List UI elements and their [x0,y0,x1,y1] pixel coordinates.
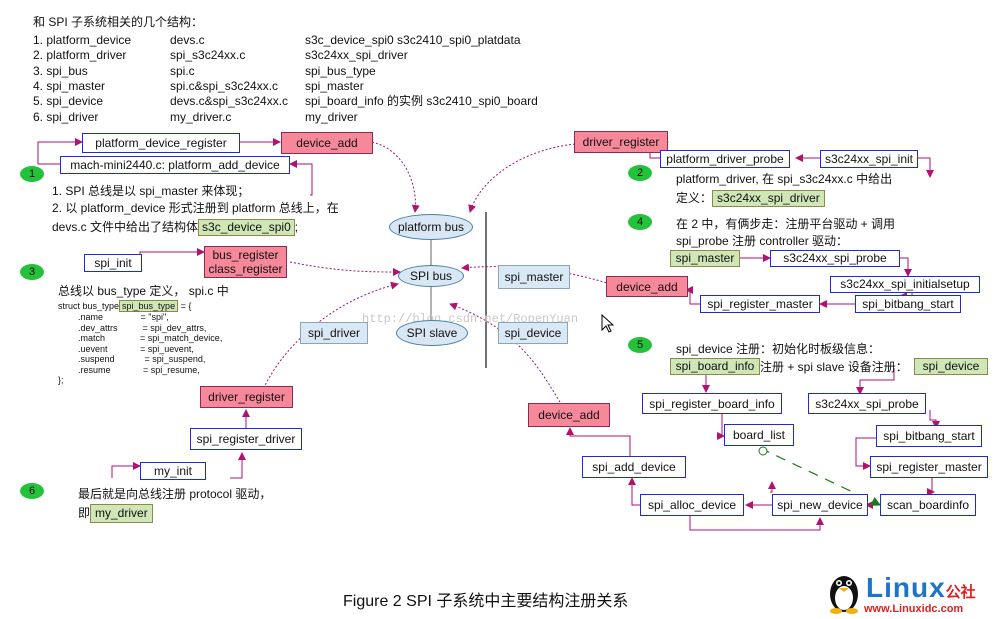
spi-register-master-box-1[interactable]: spi_register_master [700,295,820,313]
platform-driver-probe-box[interactable]: platform_driver_probe [660,150,790,168]
row-5-col-3: spi_board_info 的实例 s3c2410_spi0_board [305,94,538,108]
spi-driver-label-box[interactable]: spi_driver [300,322,368,344]
row-2-col-2: spi_s3c24xx.c [170,48,246,62]
note-2-prefix: 定义： [676,191,713,205]
row-1-col-1: 1. platform_device [33,33,132,47]
number-5-bullet: 5 [628,337,652,353]
spi-master-label-box[interactable]: spi_master [498,265,570,289]
device-add-box-3[interactable]: device_add [528,403,610,427]
note-2-line-1: platform_driver, 在 spi_s3c24xx.c 中给出 [676,172,893,186]
s3c-device-spi0-tag: s3c_device_spi0 [198,219,295,236]
row-3-col-2: spi.c [170,64,195,78]
row-6-col-3: my_driver [305,110,358,124]
scan-boardinfo-box[interactable]: scan_boardinfo [880,494,976,516]
note-3-code-body: .name = "spi", .dev_attrs = spi_dev_attr… [58,312,223,385]
row-4-col-1: 4. spi_master [33,79,106,93]
driver-register-box-1[interactable]: driver_register [574,131,668,153]
spi-init-box[interactable]: spi_init [84,254,142,272]
note-1-line-3-end: ; [294,220,299,234]
spi-slave-ellipse[interactable]: SPI slave [396,320,468,346]
my-init-box[interactable]: my_init [140,462,206,480]
row-3-col-1: 3. spi_bus [33,64,88,78]
s3c24xx-spi-probe-box-1[interactable]: s3c24xx_spi_probe [770,250,900,267]
s3c24xx-spi-initialsetup-box[interactable]: s3c24xx_spi_initialsetup [830,276,980,293]
row-1-col-2: devs.c [170,33,205,47]
spi-bus-ellipse[interactable]: SPI bus [398,265,464,287]
row-2-col-1: 2. platform_driver [33,48,127,62]
row-1-col-3: s3c_device_spi0 s3c2410_spi0_platdata [305,33,521,47]
logo-suffix: 公社 [945,583,976,601]
logo-title: Linux公社 [866,572,976,604]
header-title: 和 SPI 子系统相关的几个结构： [33,15,204,29]
board-list-box[interactable]: board_list [724,424,794,446]
note-4-line-2: spi_probe 注册 controller 驱动： [676,234,849,248]
number-6-bullet: 6 [20,483,44,499]
number-1-bullet: 1 [20,166,44,182]
logo-url: www.Linuxidc.com [864,603,964,615]
class-register-label: class_register [208,262,283,276]
spi-bus-type-tag: spi_bus_type [119,300,179,312]
spi-bitbang-start-box-1[interactable]: spi_bitbang_start [855,295,961,313]
note-3-line-1: 总线以 bus_type 定义， spi.c 中 [58,284,229,298]
spi-board-info-tag: spi_board_info [670,358,760,375]
row-4-col-2: spi.c&spi_s3c24xx.c [170,79,279,93]
device-add-box-1[interactable]: device_add [281,132,373,154]
code-struct-open: = { [178,301,192,311]
mouse-cursor-icon [601,314,615,333]
code-struct-keyword: struct bus_type [58,301,120,311]
spi-bitbang-start-box-2[interactable]: spi_bitbang_start [876,425,982,447]
figure-caption: Figure 2 SPI 子系统中主要结构注册关系 [343,593,629,610]
driver-register-box-2[interactable]: driver_register [200,386,293,408]
note-1-line-3-text: devs.c 文件中给出了结构体 [52,220,199,234]
spi-register-driver-box[interactable]: spi_register_driver [190,428,302,450]
spi-register-board-info-box[interactable]: spi_register_board_info [642,393,782,414]
bus-register-label: bus_register [212,248,279,262]
number-4-bullet: 4 [628,214,652,230]
note-2-line-2: 定义：s3c24xx_spi_driver [676,190,825,207]
s3c24xx-spi-probe-box-2[interactable]: s3c24xx_spi_probe [808,393,926,414]
note-4-line-1: 在 2 中，有俩步走：注册平台驱动 + 调用 [676,217,896,231]
number-2-bullet: 2 [628,165,652,181]
number-3-bullet: 3 [20,264,44,280]
note-5-mid: 注册 + spi slave 设备注册： [760,360,908,374]
platform-bus-ellipse[interactable]: platform bus [389,214,473,240]
spi-alloc-device-box[interactable]: spi_alloc_device [640,494,744,516]
spi-add-device-box[interactable]: spi_add_device [582,456,686,478]
note-6-line-1: 最后就是向总线注册 protocol 驱动， [78,487,272,501]
row-4-col-3: spi_master [305,79,364,93]
spi-device-label-box[interactable]: spi_device [498,322,568,344]
note-1-line-2: 2. 以 platform_device 形式注册到 platform 总线上，… [52,201,339,215]
logo-brand: Linux [866,572,946,603]
s3c24xx-spi-init-box[interactable]: s3c24xx_spi_init [820,150,918,168]
note-5-line-1: spi_device 注册：初始化时板级信息： [676,342,881,356]
spi-register-master-box-2[interactable]: spi_register_master [870,456,988,478]
platform-device-register-box[interactable]: platform_device_register [82,133,240,153]
my-driver-tag: my_driver [90,504,153,523]
mach-add-device-box[interactable]: mach-mini2440.c: platform_add_device [60,156,290,174]
row-3-col-3: spi_bus_type [305,64,376,78]
penguin-icon [830,576,858,614]
linuxidc-logo: Linux公社 www.Linuxidc.com [826,570,1000,618]
row-5-col-1: 5. spi_device [33,94,104,108]
device-add-box-2[interactable]: device_add [606,276,688,297]
spi-device-tag: spi_device [914,358,988,375]
bus-class-register-box[interactable]: bus_register class_register [204,246,287,278]
row-6-col-1: 6. spi_driver [33,110,99,124]
note-1-line-1: 1. SPI 总线是以 spi_master 来体现； [52,184,250,198]
s3c24xx-spi-driver-tag: s3c24xx_spi_driver [712,190,825,207]
row-6-col-2: my_driver.c [170,110,232,124]
spi-new-device-box[interactable]: spi_new_device [772,494,868,516]
spi-master-tag: spi_master [670,250,740,267]
row-5-col-2: devs.c&spi_s3c24xx.c [170,94,289,108]
note-6-prefix: 即 [78,506,91,520]
row-2-col-3: s3c24xx_spi_driver [305,48,408,62]
